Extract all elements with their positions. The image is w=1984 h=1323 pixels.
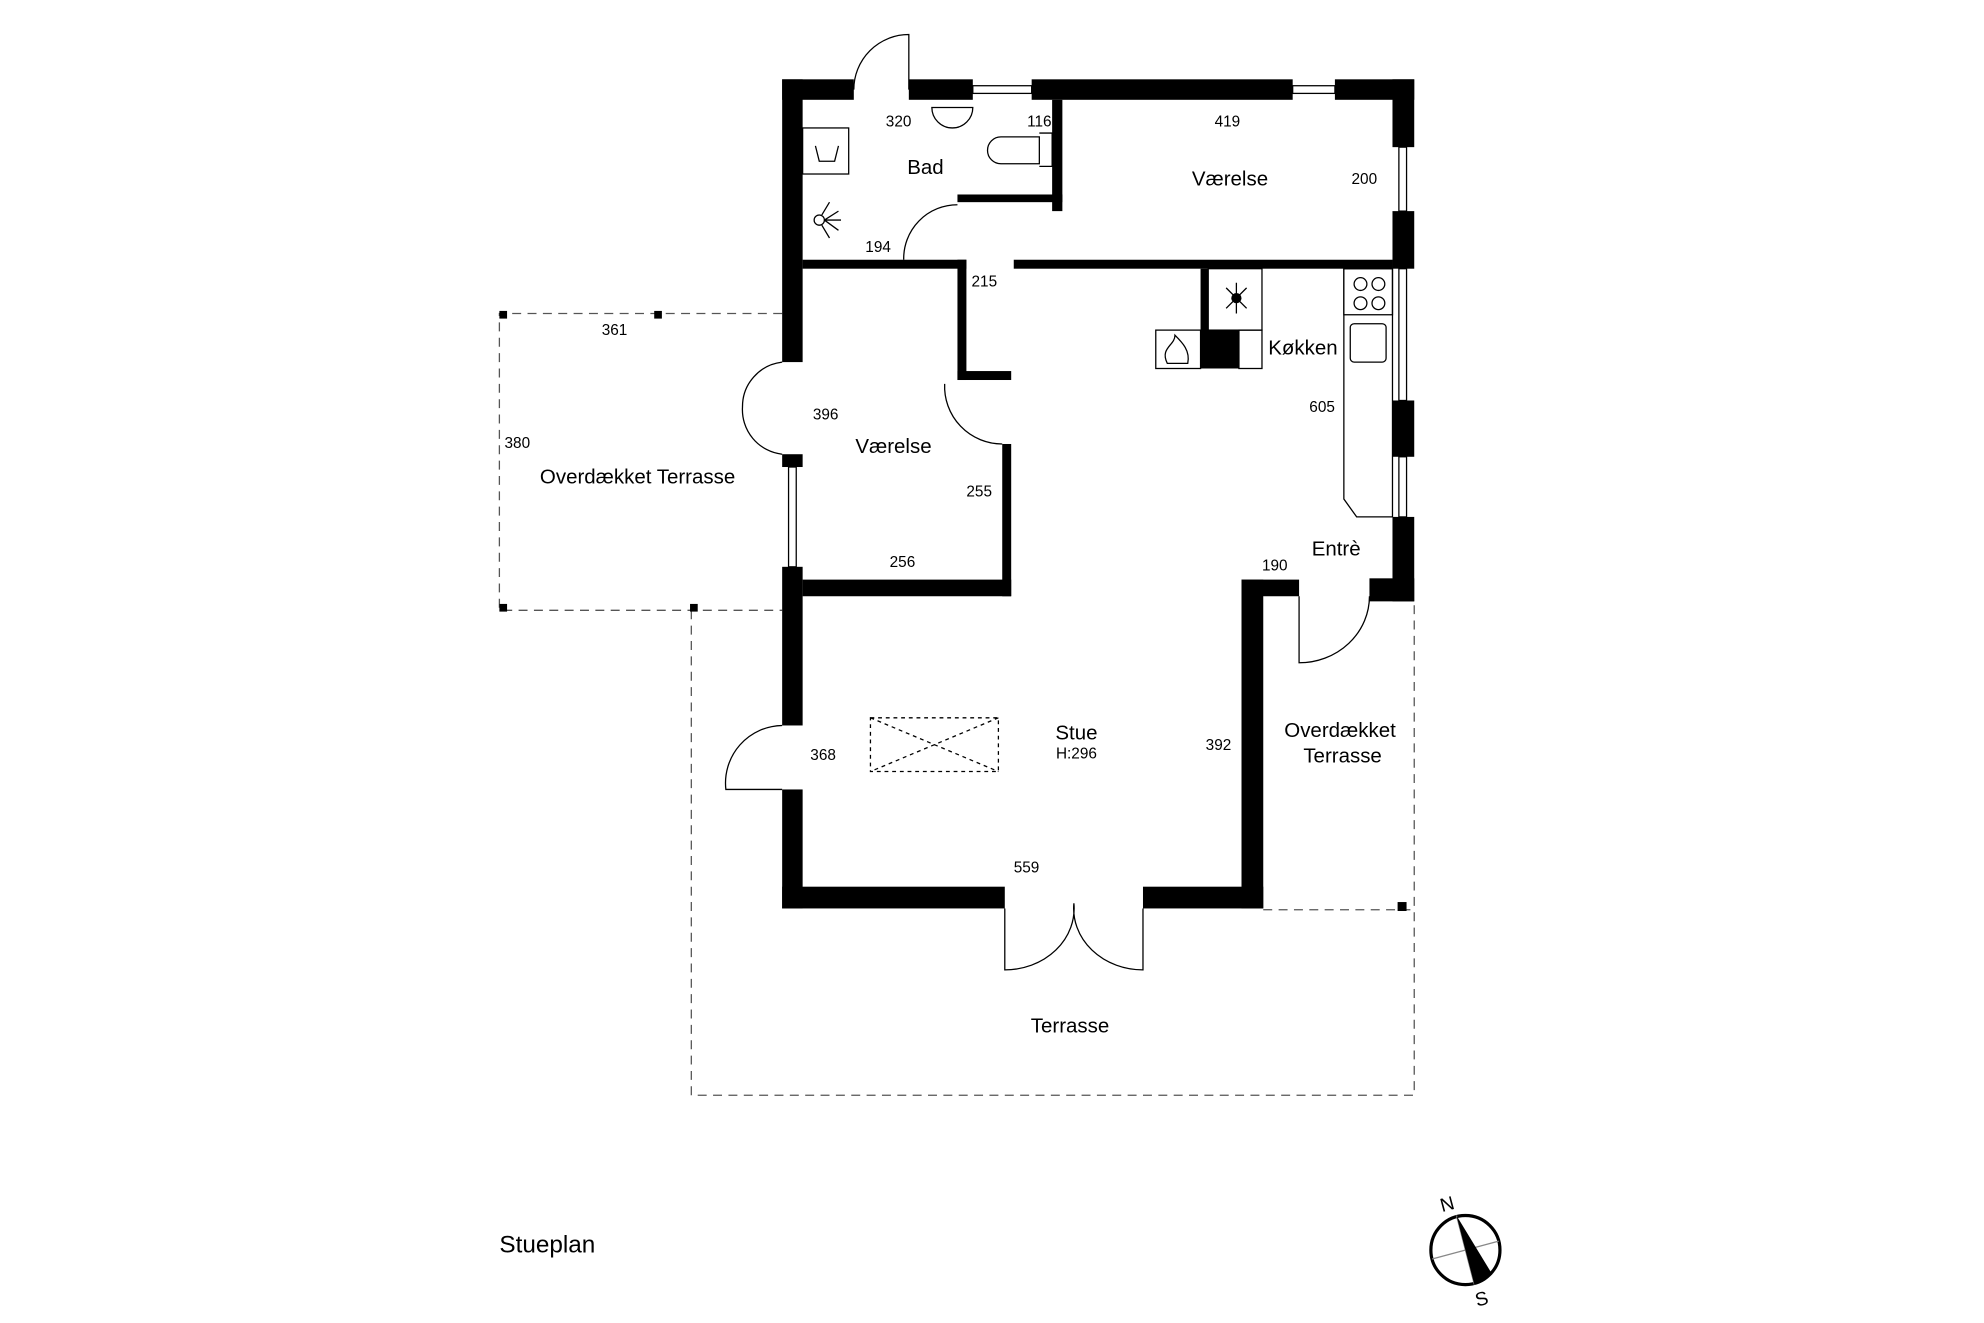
dim-label: 605 [1309,399,1335,416]
stove-icon [1343,268,1394,316]
dim-label: 368 [810,747,836,764]
dim-label: 320 [886,114,912,131]
room-label-stue: Stue [1055,722,1097,745]
dim-label: 116 [1027,114,1051,131]
skylight [869,717,1000,773]
dim-label: 396 [813,407,839,424]
dim-label: 200 [1352,171,1378,188]
fireplace-icon [1155,329,1202,370]
dimension-labels: 320 116 419 200 194 215 361 380 396 255 … [505,114,1378,877]
walls [782,79,1415,909]
room-label-terrace-right: Overdækket [1284,719,1396,742]
room-label-vaerelse-left: Værelse [855,435,931,458]
kitchen-sink-icon [1349,323,1387,363]
compass-south: S [1473,1288,1491,1312]
dim-label: 419 [1215,114,1241,131]
room-label-terrace-bottom: Terrasse [1031,1015,1110,1038]
room-label-bad: Bad [907,156,943,179]
kitchen-counter [1343,268,1394,518]
doors [724,33,1371,971]
washing-machine-icon [801,127,850,175]
terrace-outlines [498,310,1415,1096]
dim-label: 194 [865,239,891,256]
shower-icon [813,214,826,226]
dim-label: 256 [890,554,916,571]
sink-icon [931,106,974,129]
dim-label: 255 [966,483,992,500]
compass-north: N [1438,1193,1457,1217]
room-label-terrace-left: Overdækket Terrasse [540,466,735,489]
dim-label: 559 [1014,860,1040,877]
dim-label: 215 [972,274,998,291]
compass-icon: N S [1429,1193,1502,1312]
dim-label: 190 [1262,558,1288,575]
room-label-entre: Entrè [1312,537,1361,560]
dim-label: 392 [1206,737,1232,754]
freezer-icon [1207,268,1263,331]
ceiling-height: H:296 [1056,746,1097,763]
dim-label: 380 [505,435,531,452]
room-label-koekken: Køkken [1268,336,1337,359]
dim-label: 361 [602,322,628,339]
fixtures [801,106,1394,773]
room-label-vaerelse-top: Værelse [1192,168,1268,191]
toilet-icon [986,132,1053,167]
room-label-terrace-right-2: Terrasse [1303,745,1381,768]
plan-title: Stueplan [499,1232,595,1259]
